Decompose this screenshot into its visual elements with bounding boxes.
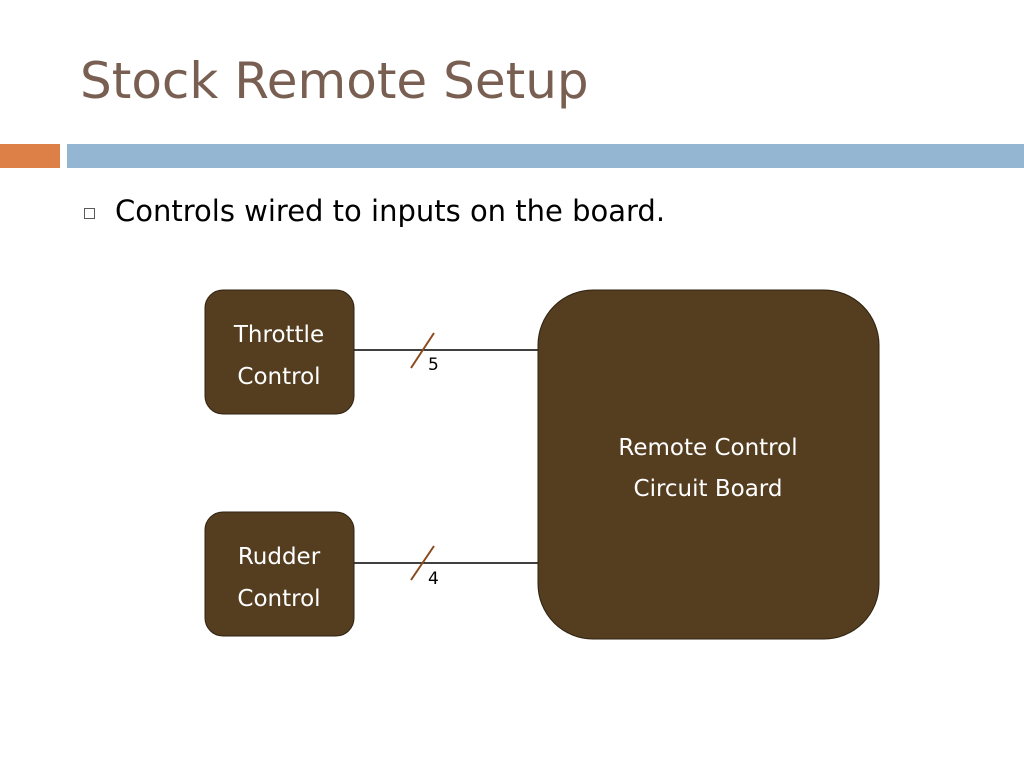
board-label-line1: Remote Control	[618, 435, 797, 461]
slide-title: Stock Remote Setup	[80, 52, 589, 110]
accent-bar-orange	[0, 144, 60, 168]
throttle-bus-slash	[410, 332, 435, 369]
throttle-control-node: Throttle Control	[204, 289, 355, 415]
rudder-label-line2: Control	[237, 586, 320, 612]
rudder-control-node: Rudder Control	[204, 511, 355, 637]
board-label-line2: Circuit Board	[634, 476, 783, 502]
rudder-label-line1: Rudder	[238, 544, 321, 570]
bullet-item: Controls wired to inputs on the board.	[84, 194, 665, 228]
accent-bar-blue	[67, 144, 1024, 168]
square-bullet-icon	[84, 207, 95, 219]
rudder-bus-width-label: 4	[428, 569, 439, 589]
throttle-label-line1: Throttle	[233, 322, 324, 348]
throttle-bus-width-label: 5	[428, 355, 439, 375]
circuit-board-node: Remote Control Circuit Board	[537, 289, 880, 640]
bullet-text: Controls wired to inputs on the board.	[115, 194, 666, 228]
rudder-bus-slash	[410, 545, 435, 581]
throttle-label-line2: Control	[237, 364, 320, 390]
